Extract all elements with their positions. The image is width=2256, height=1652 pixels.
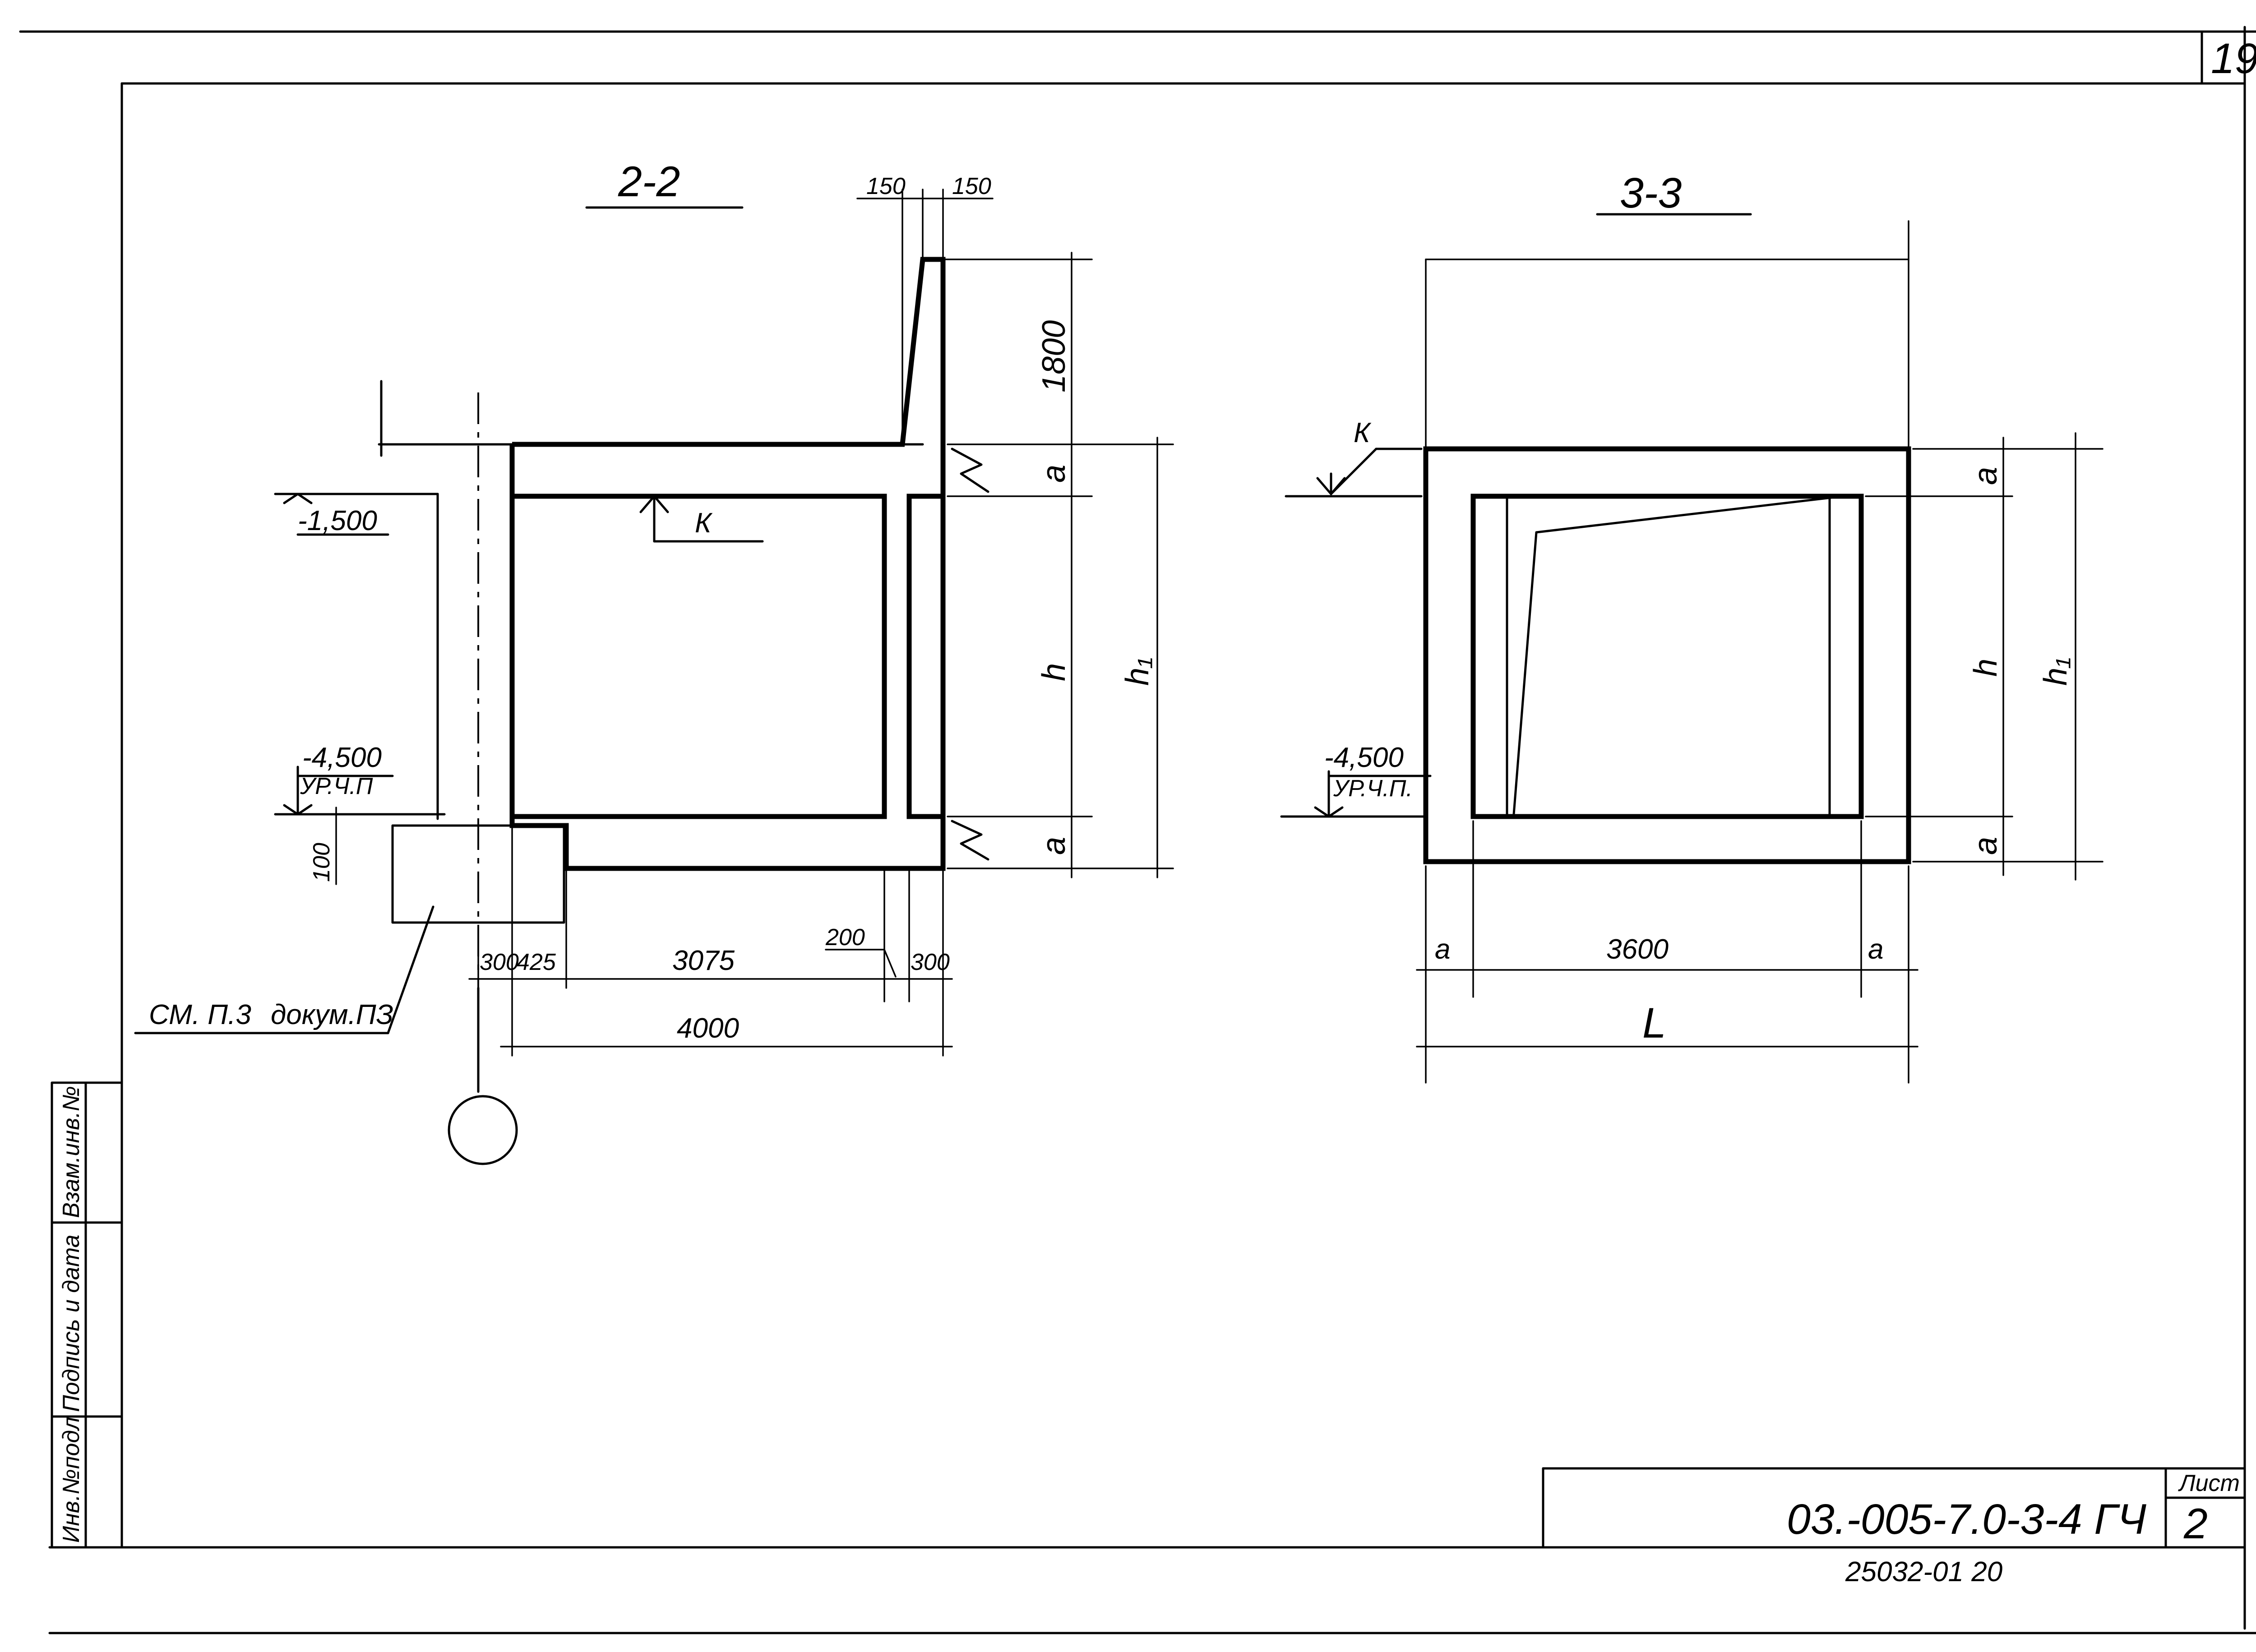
section-2-2: 2-2 150 150 1800 a bbox=[134, 158, 1174, 1165]
title-block bbox=[1542, 1467, 2246, 1549]
level-bottom-note-3-3: УР.Ч.П. bbox=[1333, 775, 1413, 802]
dim-150-left: 150 bbox=[866, 173, 906, 199]
dim-200: 200 bbox=[825, 924, 865, 951]
side-stamp: Инв.№подл Подпись и дата Взам.инв.№ bbox=[51, 1081, 123, 1549]
dim-150-right: 150 bbox=[952, 173, 991, 199]
dim-300-right: 300 bbox=[911, 949, 950, 975]
dim-a-right-3-3: a bbox=[1868, 934, 1883, 965]
sheet-value: 2 bbox=[2183, 1500, 2208, 1548]
cut-mark-k-section-2-2: К bbox=[695, 508, 713, 539]
drawing-designation: 03.-005-7.0-3-4 ГЧ bbox=[1787, 1495, 2147, 1543]
side-stamp-signature-date: Подпись и дата bbox=[58, 1235, 84, 1412]
dim-425: 425 bbox=[517, 949, 556, 975]
side-stamp-inv-podl: Инв.№подл bbox=[58, 1417, 84, 1543]
level-bottom-3-3: -4,500 bbox=[1324, 742, 1404, 773]
cut-mark-k-section-3-3: К bbox=[1354, 417, 1372, 448]
section-3-3: 3-3 К -4,500 УР.Ч.П. a bbox=[1280, 169, 2103, 1084]
level-bottom: -4,500 bbox=[302, 742, 382, 773]
section-2-2-title: 2-2 bbox=[618, 158, 680, 206]
reference-note-2: докум.ПЗ bbox=[271, 999, 393, 1030]
dim-a-bottom-3-3: a bbox=[1968, 837, 2004, 855]
dim-a-left-3-3: a bbox=[1435, 934, 1450, 965]
channel-wall-outline bbox=[509, 257, 946, 871]
dim-a-bottom: a bbox=[1036, 837, 1072, 855]
archive-number: 25032-01 20 bbox=[1845, 1556, 2002, 1587]
inclined-surface bbox=[1512, 495, 1845, 816]
sheet-number: 19 bbox=[2211, 35, 2256, 83]
level-top: -1,500 bbox=[298, 505, 377, 536]
dim-h-3-3: h bbox=[1968, 659, 2004, 677]
dim-3600: 3600 bbox=[1606, 934, 1669, 965]
axis-marker-circle bbox=[448, 1095, 518, 1165]
dim-h1-3-3: h₁ bbox=[2038, 657, 2074, 686]
dim-300-left: 300 bbox=[480, 949, 519, 975]
dim-h: h bbox=[1036, 663, 1072, 681]
dim-a-top-3-3: a bbox=[1968, 467, 2004, 485]
dim-4000: 4000 bbox=[677, 1013, 739, 1044]
level-bottom-note: УР.Ч.П bbox=[300, 773, 373, 799]
dim-1800: 1800 bbox=[1036, 320, 1072, 392]
sheet-label: Лист bbox=[2178, 1470, 2240, 1496]
box-inner bbox=[1470, 494, 1864, 819]
foundation-block bbox=[391, 824, 565, 924]
sheet-frame bbox=[19, 26, 2256, 1634]
dim-h1: h₁ bbox=[1119, 657, 1156, 686]
channel-inner-outline bbox=[512, 494, 887, 819]
section-3-3-title: 3-3 bbox=[1620, 169, 1682, 217]
dim-L: L bbox=[1642, 999, 1666, 1047]
box-outer bbox=[1423, 446, 1911, 864]
dim-a-top: a bbox=[1036, 465, 1072, 483]
dim-3075: 3075 bbox=[672, 945, 735, 976]
dim-100: 100 bbox=[309, 843, 335, 882]
reference-note-1: СМ. П.3 bbox=[149, 999, 251, 1030]
side-stamp-replaced-inv: Взам.инв.№ bbox=[58, 1086, 84, 1218]
